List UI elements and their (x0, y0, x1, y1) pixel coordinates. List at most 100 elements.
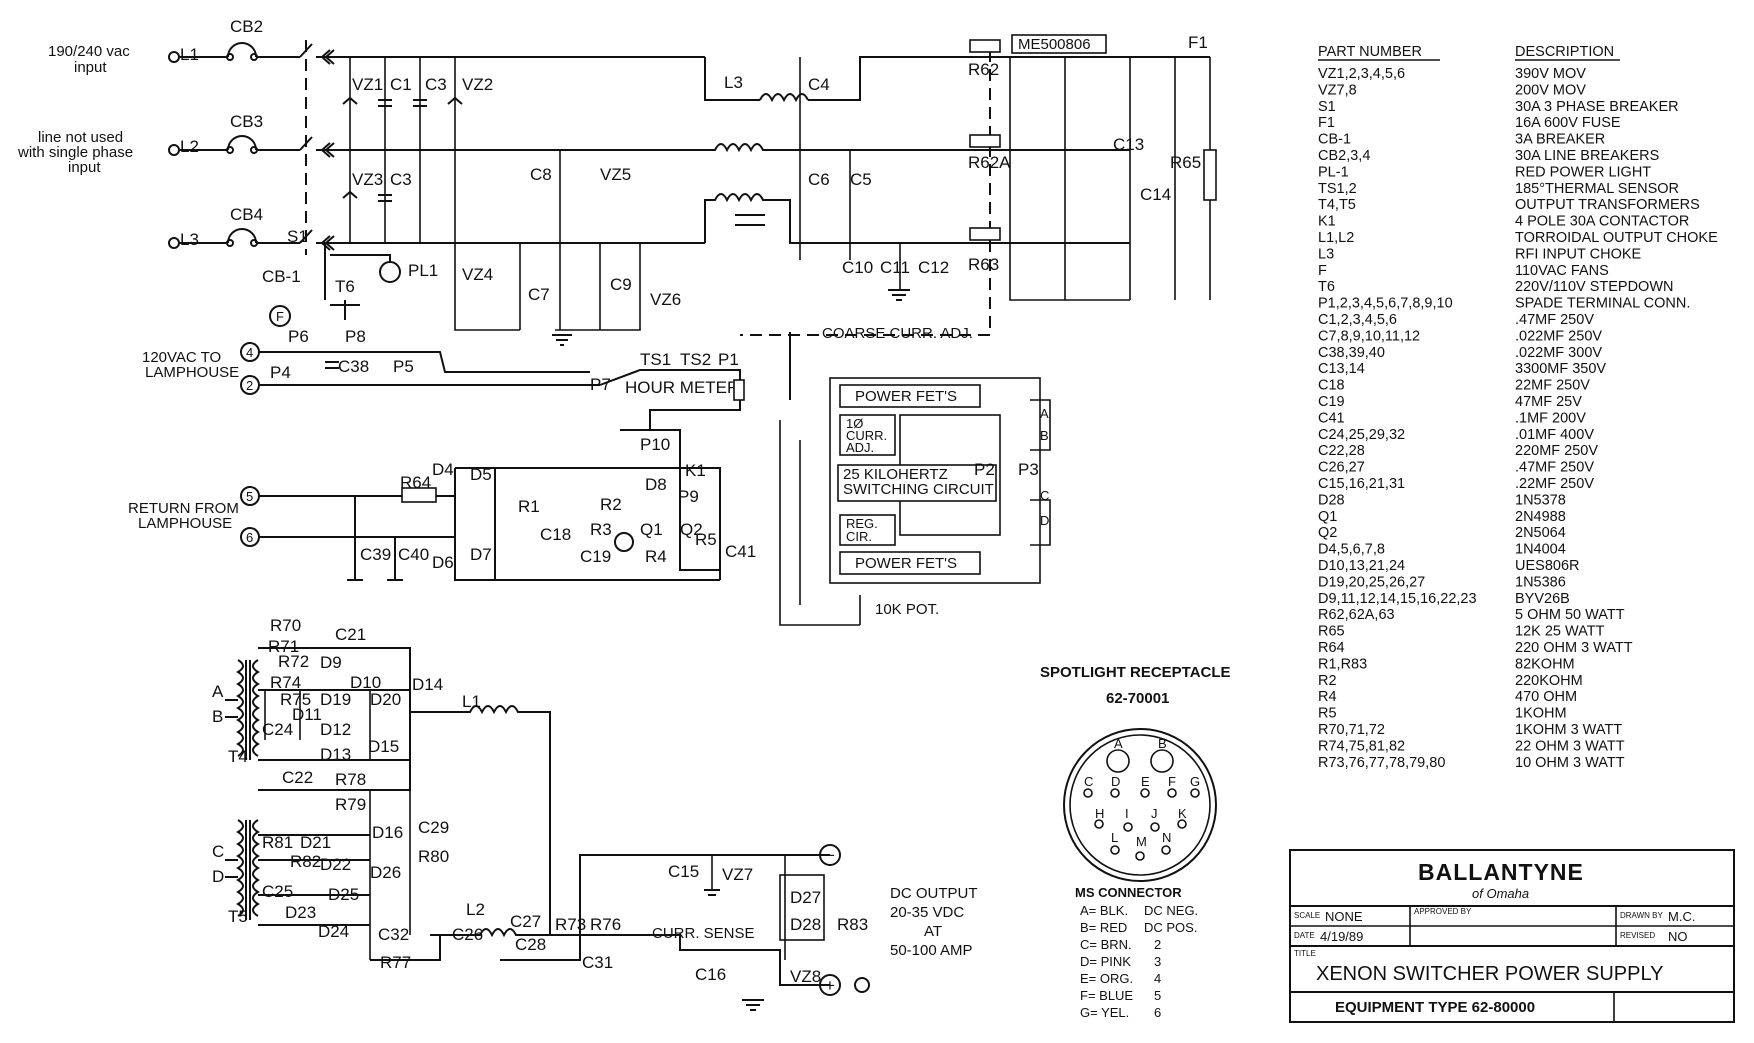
label-k1: K1 (685, 461, 706, 480)
parts-header-part-number: PART NUMBER (1318, 44, 1422, 60)
equipment-type: EQUIPMENT TYPE 62-80000 (1335, 999, 1535, 1016)
dc-output-label-1: DC OUTPUT (890, 885, 978, 902)
dc-output-label-3: AT (924, 923, 942, 940)
receptacle-part: 62-70001 (1106, 690, 1169, 707)
ms-row-b-value: DC POS. (1144, 920, 1197, 935)
ms-row-b: B= RED (1080, 920, 1127, 935)
label-c11: C11 (880, 258, 910, 277)
label-c5: C5 (850, 170, 872, 189)
pin-l: L (1111, 830, 1118, 845)
label-c1: C1 (390, 75, 412, 94)
parts-row-description: SPADE TERMINAL CONN. (1515, 296, 1690, 312)
label-d16: D16 (372, 823, 403, 842)
parts-row-part-number: C26,27 (1318, 460, 1365, 476)
label-r1: R1 (518, 497, 540, 516)
label-d8: D8 (645, 475, 667, 494)
parts-row-part-number: C18 (1318, 378, 1345, 394)
pin-g: G (1190, 774, 1200, 789)
approved-label: APPROVED BY (1414, 907, 1472, 916)
label-t4: T4 (228, 747, 248, 766)
parts-row-part-number: C38,39,40 (1318, 345, 1385, 361)
parts-row-part-number: R74,75,81,82 (1318, 738, 1405, 754)
parts-row-description: 3A BREAKER (1515, 132, 1605, 148)
label-c22: C22 (282, 768, 313, 787)
label-c6: C6 (808, 170, 830, 189)
parts-row-description: .22MF 250V (1515, 476, 1594, 492)
label-t5: T5 (228, 907, 248, 926)
pin-c: C (1084, 774, 1093, 789)
parts-row-part-number: R64 (1318, 640, 1345, 656)
ms-row-g-value: 6 (1154, 1005, 1161, 1020)
coarse-curr-adj-label: COARSE CURR. ADJ. (822, 325, 973, 342)
pin-e: E (1141, 774, 1150, 789)
ms-row-d: D= PINK (1080, 954, 1131, 969)
label-c28: C28 (515, 935, 546, 954)
parts-row-part-number: C24,25,29,32 (1318, 427, 1405, 443)
label-c13: C13 (1113, 135, 1144, 154)
label-r5: R5 (695, 530, 717, 549)
parts-row-part-number: CB2,3,4 (1318, 148, 1370, 164)
label-r62a: R62A (968, 153, 1011, 172)
curr-adj-label-1: 1Ø (846, 416, 863, 431)
label-r2: R2 (600, 495, 622, 514)
pin-m: M (1136, 834, 1147, 849)
parts-row-description: 200V MOV (1515, 82, 1586, 98)
curr-sense-label: CURR. SENSE (652, 925, 755, 942)
scale-value: NONE (1325, 909, 1363, 924)
label-c12: C12 (918, 258, 949, 277)
label-r81: R81 (262, 833, 293, 852)
label-r3: R3 (590, 520, 612, 539)
parts-row-description: 470 OHM (1515, 689, 1577, 705)
unused-line-label: line not used (38, 129, 123, 146)
label-d27: D27 (790, 888, 821, 907)
label-c38: C38 (338, 357, 369, 376)
parts-row-part-number: R2 (1318, 673, 1337, 689)
parts-row-part-number: F1 (1318, 115, 1335, 131)
label-c9: C9 (610, 275, 632, 294)
pin-j: J (1151, 806, 1158, 821)
reg-cir-label-1: REG. (846, 516, 878, 531)
unused-line-label-2: with single phase (17, 144, 133, 161)
label-p10: P10 (640, 435, 670, 454)
parts-row-description: OUTPUT TRANSFORMERS (1515, 197, 1700, 213)
label-c: C (212, 842, 224, 861)
label-l3: L3 (180, 230, 199, 249)
label-d26: D26 (370, 863, 401, 882)
input-voltage-label: 190/240 vac (48, 43, 130, 60)
parts-row-description: 390V MOV (1515, 66, 1586, 82)
pot-label: 10K POT. (875, 601, 939, 618)
parts-header-description: DESCRIPTION (1515, 44, 1614, 60)
parts-row-part-number: TS1,2 (1318, 181, 1357, 197)
ms-row-c-value: 2 (1154, 937, 1161, 952)
lamphouse-out-label-2: LAMPHOUSE (145, 364, 239, 381)
parts-row-part-number: C15,16,21,31 (1318, 476, 1405, 492)
pin-d: D (1111, 774, 1120, 789)
label-vz4: VZ4 (462, 265, 493, 284)
label-vz1: VZ1 (352, 75, 383, 94)
label-c29: C29 (418, 818, 449, 837)
label-d22: D22 (320, 855, 351, 874)
label-p4: P4 (270, 363, 291, 382)
ms-row-g: G= YEL. (1080, 1005, 1129, 1020)
label-d: D (212, 867, 224, 886)
label-d9: D9 (320, 653, 342, 672)
parts-row-part-number: R70,71,72 (1318, 722, 1385, 738)
drawing-title: XENON SWITCHER POWER SUPPLY (1316, 963, 1663, 985)
label-cb3: CB3 (230, 112, 263, 131)
parts-row-description: TORROIDAL OUTPUT CHOKE (1515, 230, 1718, 246)
cd-label-c: C (1040, 488, 1049, 503)
parts-row-description: .1MF 200V (1515, 410, 1586, 426)
parts-row-part-number: T6 (1318, 279, 1335, 295)
parts-row-description: 82KOHM (1515, 656, 1575, 672)
parts-row-description: .01MF 400V (1515, 427, 1594, 443)
reg-cir-label-2: CIR. (846, 529, 872, 544)
input-section: 190/240 vac input line not used with sin… (17, 17, 705, 581)
parts-row-part-number: D9,11,12,14,15,16,22,23 (1318, 591, 1477, 607)
lamphouse-return-label: RETURN FROM (128, 500, 239, 517)
label-vz8: VZ8 (790, 967, 821, 986)
label-c16: C16 (695, 965, 726, 984)
label-cb4: CB4 (230, 205, 263, 224)
label-ts1: TS1 (640, 350, 671, 369)
label-d12: D12 (320, 720, 351, 739)
label-pl1: PL1 (408, 261, 438, 280)
